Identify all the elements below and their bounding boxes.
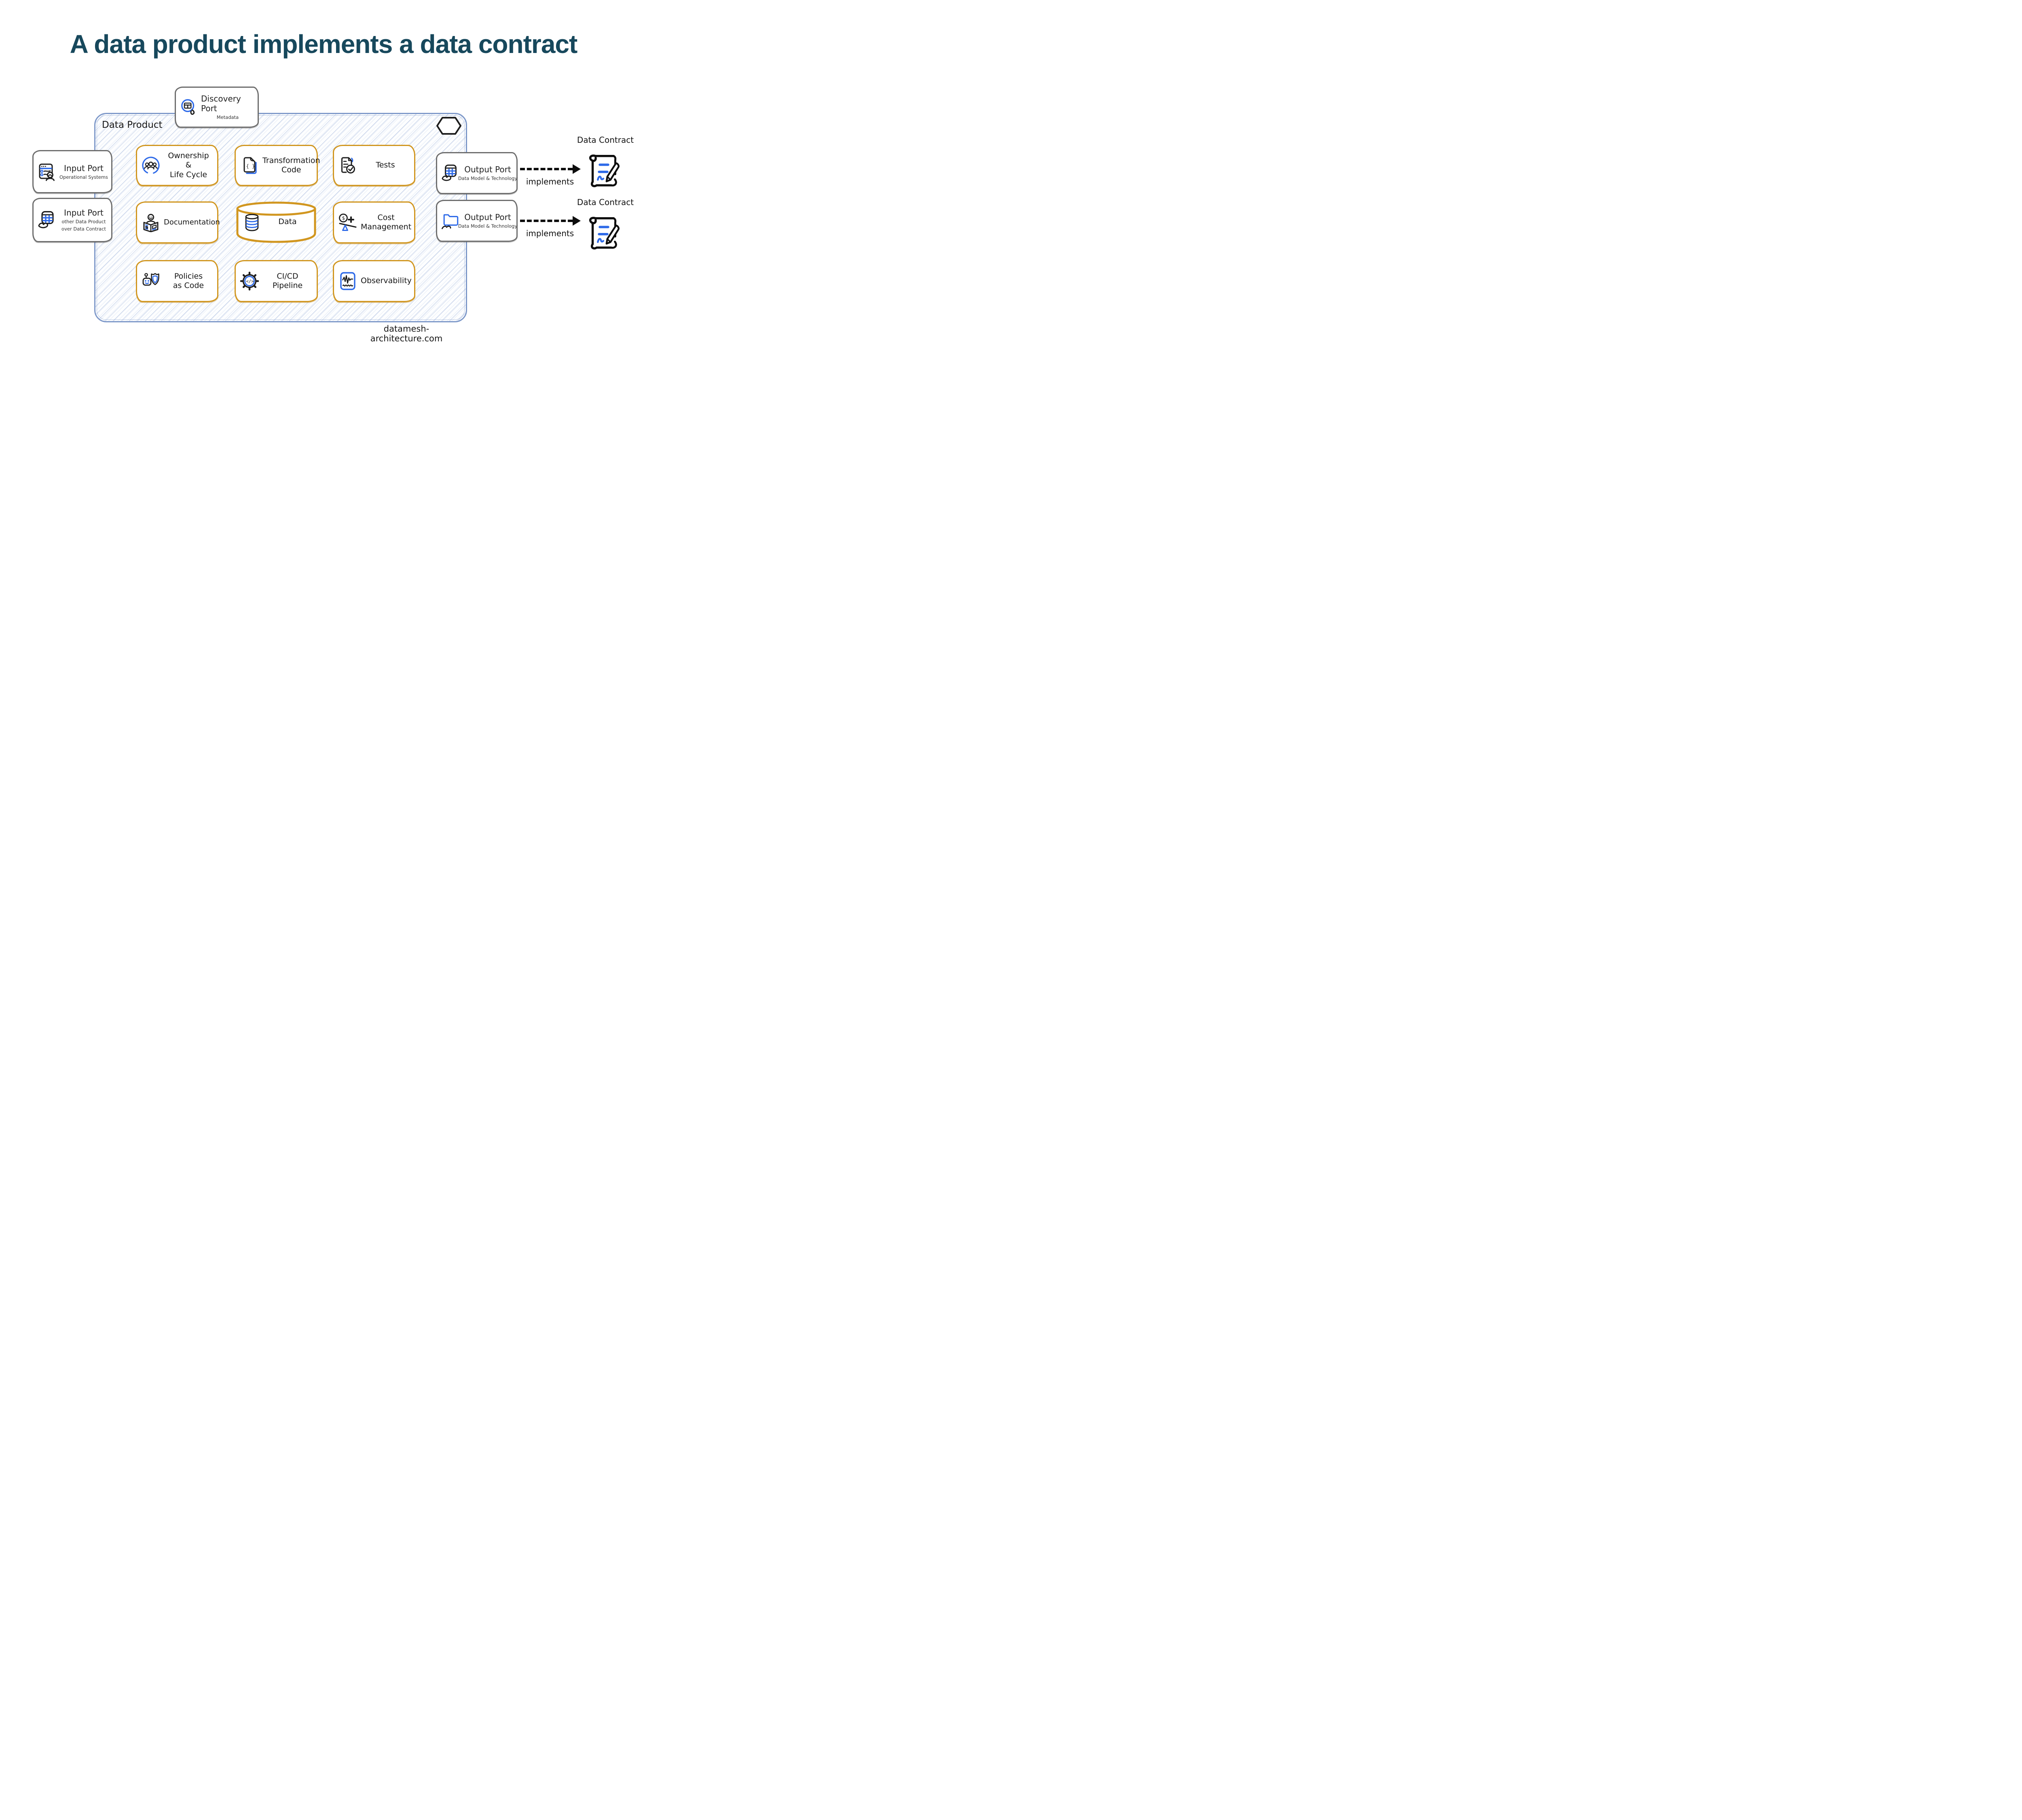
discovery-port-box: Discovery Port Metadata: [175, 87, 259, 128]
input-port-title: Input Port: [64, 163, 104, 173]
svg-text:{ }: { }: [246, 163, 255, 169]
operational-system-icon: [38, 162, 57, 182]
component-label: CI/CD Pipeline: [272, 271, 303, 290]
footer-attribution: datamesh-architecture.com: [370, 324, 443, 343]
page-title: A data product implements a data contrac…: [70, 30, 578, 59]
component-observability-box: Observability: [333, 260, 415, 302]
input-port-contract-box: Input Port other Data Product over Data …: [32, 198, 112, 242]
discovery-port-title: Discovery Port: [201, 94, 241, 114]
component-label: Observability: [361, 276, 412, 286]
waveform-icon: [338, 271, 357, 291]
component-ownership-box: Ownership &Life Cycle: [136, 145, 218, 186]
data-product-label: Data Product: [102, 120, 163, 130]
discovery-port-subtitle: Metadata: [216, 114, 239, 121]
contract-scroll-icon: [583, 213, 624, 252]
implements-arrow: [520, 216, 581, 226]
robot-shield-icon: [141, 271, 161, 291]
input-port-subtitle-line: over Data Contract: [61, 226, 106, 232]
output-port-subtitle: Data Model & Technology: [458, 223, 518, 229]
magnifier-table-icon: [180, 98, 199, 116]
folder-hand-icon: [441, 212, 460, 230]
output-port-title: Output Port: [464, 212, 511, 222]
input-port-subtitle-line: other Data Product: [61, 219, 106, 225]
implements-label: implements: [526, 229, 574, 238]
input-port-title: Input Port: [64, 208, 104, 218]
component-cicd-box: </> CI/CD Pipeline: [235, 260, 318, 302]
output-port-1-box: Output Port Data Model & Technology: [436, 152, 518, 194]
diagram-canvas: A data product implements a data contrac…: [0, 0, 647, 364]
database-icon: [243, 213, 261, 231]
component-label: Ownership &Life Cycle: [168, 151, 209, 179]
component-tests-box: Tests: [333, 145, 415, 186]
code-file-icon: { }: [240, 156, 259, 175]
component-label: Documentation: [164, 218, 220, 227]
component-label: Tests: [376, 161, 395, 170]
hexagon-icon: [436, 116, 462, 135]
gear-code-icon: </>: [240, 271, 259, 291]
svg-text:$: $: [342, 216, 345, 221]
input-port-subtitle: Operational Systems: [59, 174, 108, 180]
test-checklist-icon: [338, 156, 357, 175]
data-contract-label: Data Contract: [577, 197, 634, 207]
output-port-title: Output Port: [464, 165, 511, 175]
output-port-2-box: Output Port Data Model & Technology: [436, 200, 518, 242]
cost-balance-icon: $: [338, 213, 357, 232]
hand-table-icon: [38, 210, 57, 230]
component-label: Data: [278, 217, 297, 226]
svg-text:</>: </>: [246, 279, 254, 284]
contract-scroll-icon: [583, 150, 624, 190]
component-documentation-box: Documentation: [136, 201, 220, 243]
implements-label: implements: [526, 177, 574, 186]
arrowhead-icon: [573, 216, 581, 226]
data-contract-label: Data Contract: [577, 135, 634, 145]
team-icon: [141, 156, 161, 175]
output-port-subtitle: Data Model & Technology: [458, 176, 518, 182]
arrowhead-icon: [573, 164, 581, 174]
implements-arrow: [520, 164, 581, 174]
reader-icon: [141, 213, 161, 232]
component-data-store: Data: [235, 201, 318, 243]
hand-table-icon: [441, 164, 460, 182]
input-port-operational-box: Input Port Operational Systems: [32, 150, 112, 193]
